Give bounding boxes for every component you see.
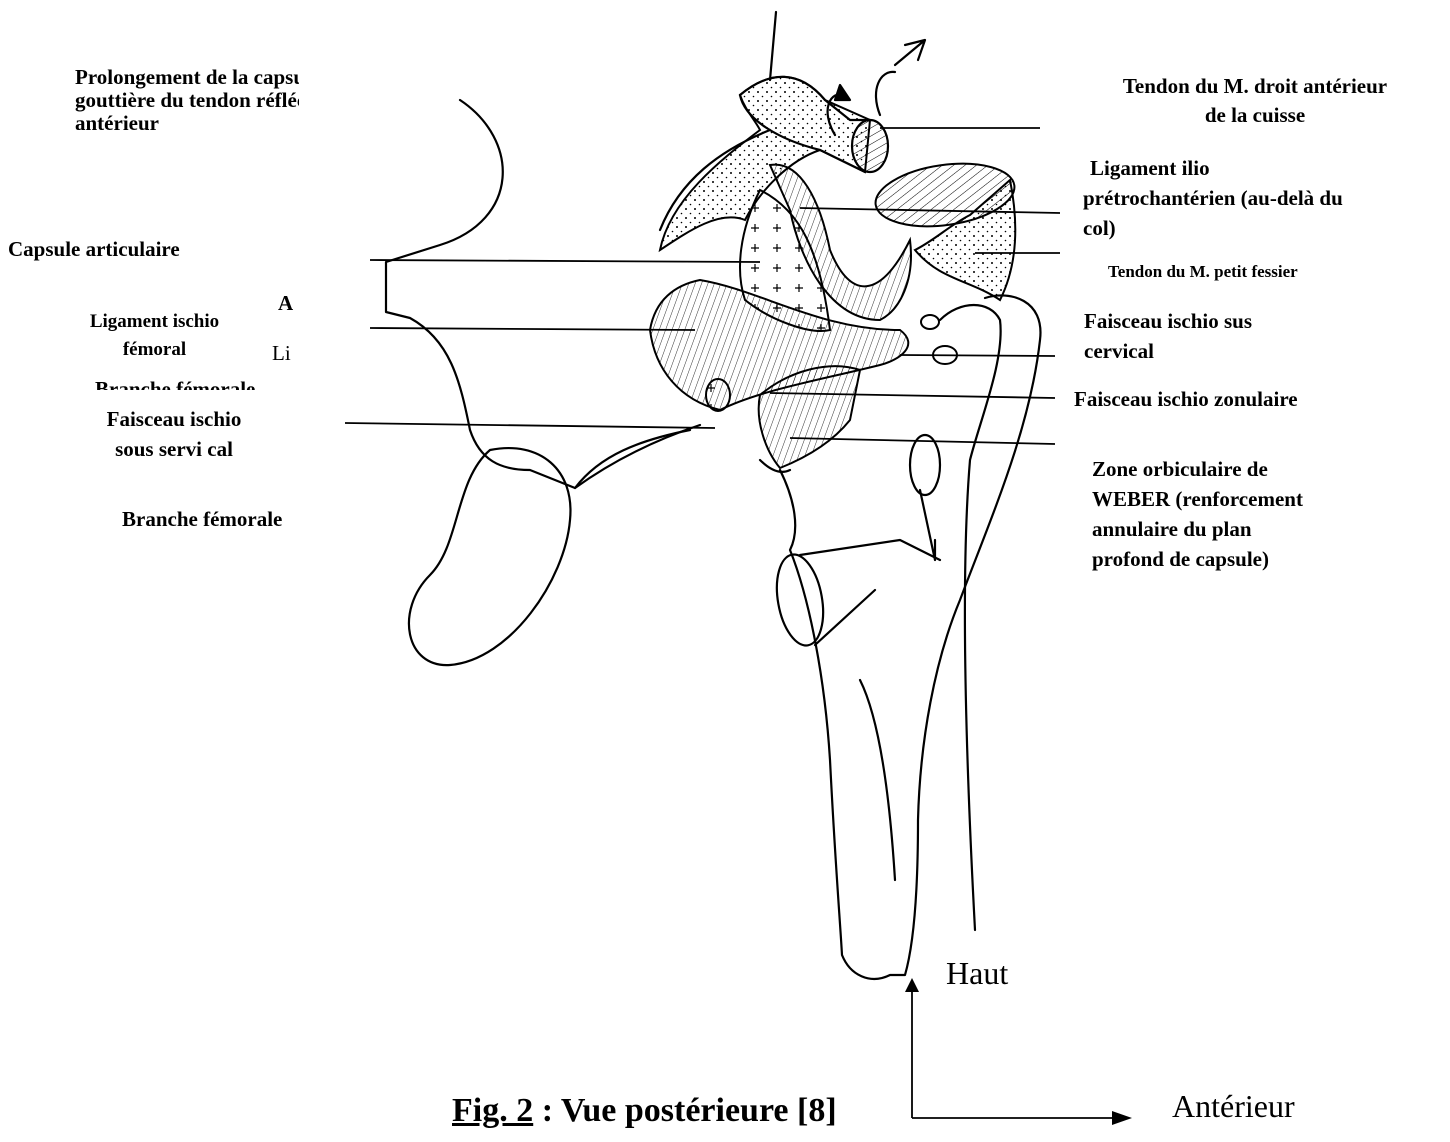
arrow-up-icon: [905, 978, 919, 992]
label-faisceau-sous: Faisceau ischio sous servi cal: [84, 404, 264, 464]
axis-label-anterieur: Antérieur: [1172, 1088, 1295, 1125]
figure-caption: Fig. 2 : Vue postérieure [8]: [452, 1092, 837, 1130]
arrow-right-icon: [1112, 1111, 1132, 1125]
label-zone-weber: Zone orbiculaire de WEBER (renforcement …: [1092, 454, 1392, 574]
label-ligament-ilio: Ligament ilio prétrochantérien (au-delà …: [1083, 153, 1423, 243]
figure-number: Fig. 2: [452, 1092, 533, 1129]
lesser-trochanter: [770, 551, 829, 649]
figure-title: : Vue postérieure [8]: [533, 1092, 836, 1129]
label-fragment-a: A: [278, 292, 298, 315]
axis-label-haut: Haut: [946, 955, 1008, 992]
label-capsule-prolongation: Prolongement de la capsule dans la goutt…: [75, 66, 299, 135]
label-capsule-articulaire: Capsule articulaire: [8, 238, 180, 261]
ischial-tuberosity: [409, 448, 571, 665]
label-fragment-li: Li: [272, 342, 294, 365]
label-tendon-petit-fessier: Tendon du M. petit fessier: [1108, 260, 1298, 283]
label-branche-femorale: Branche fémorale: [122, 508, 298, 531]
label-branche-hidden: Branche fémorale: [95, 378, 283, 390]
label-tendon-droit: Tendon du M. droit antérieur de la cuiss…: [1085, 72, 1425, 130]
label-faisceau-sus: Faisceau ischio sus cervical: [1084, 306, 1384, 366]
label-ischiofemoral-ligament: Ligament ischio fémoral: [72, 308, 237, 364]
label-faisceau-zonulaire: Faisceau ischio zonulaire: [1074, 388, 1298, 411]
pelvis-outline: [386, 100, 690, 488]
